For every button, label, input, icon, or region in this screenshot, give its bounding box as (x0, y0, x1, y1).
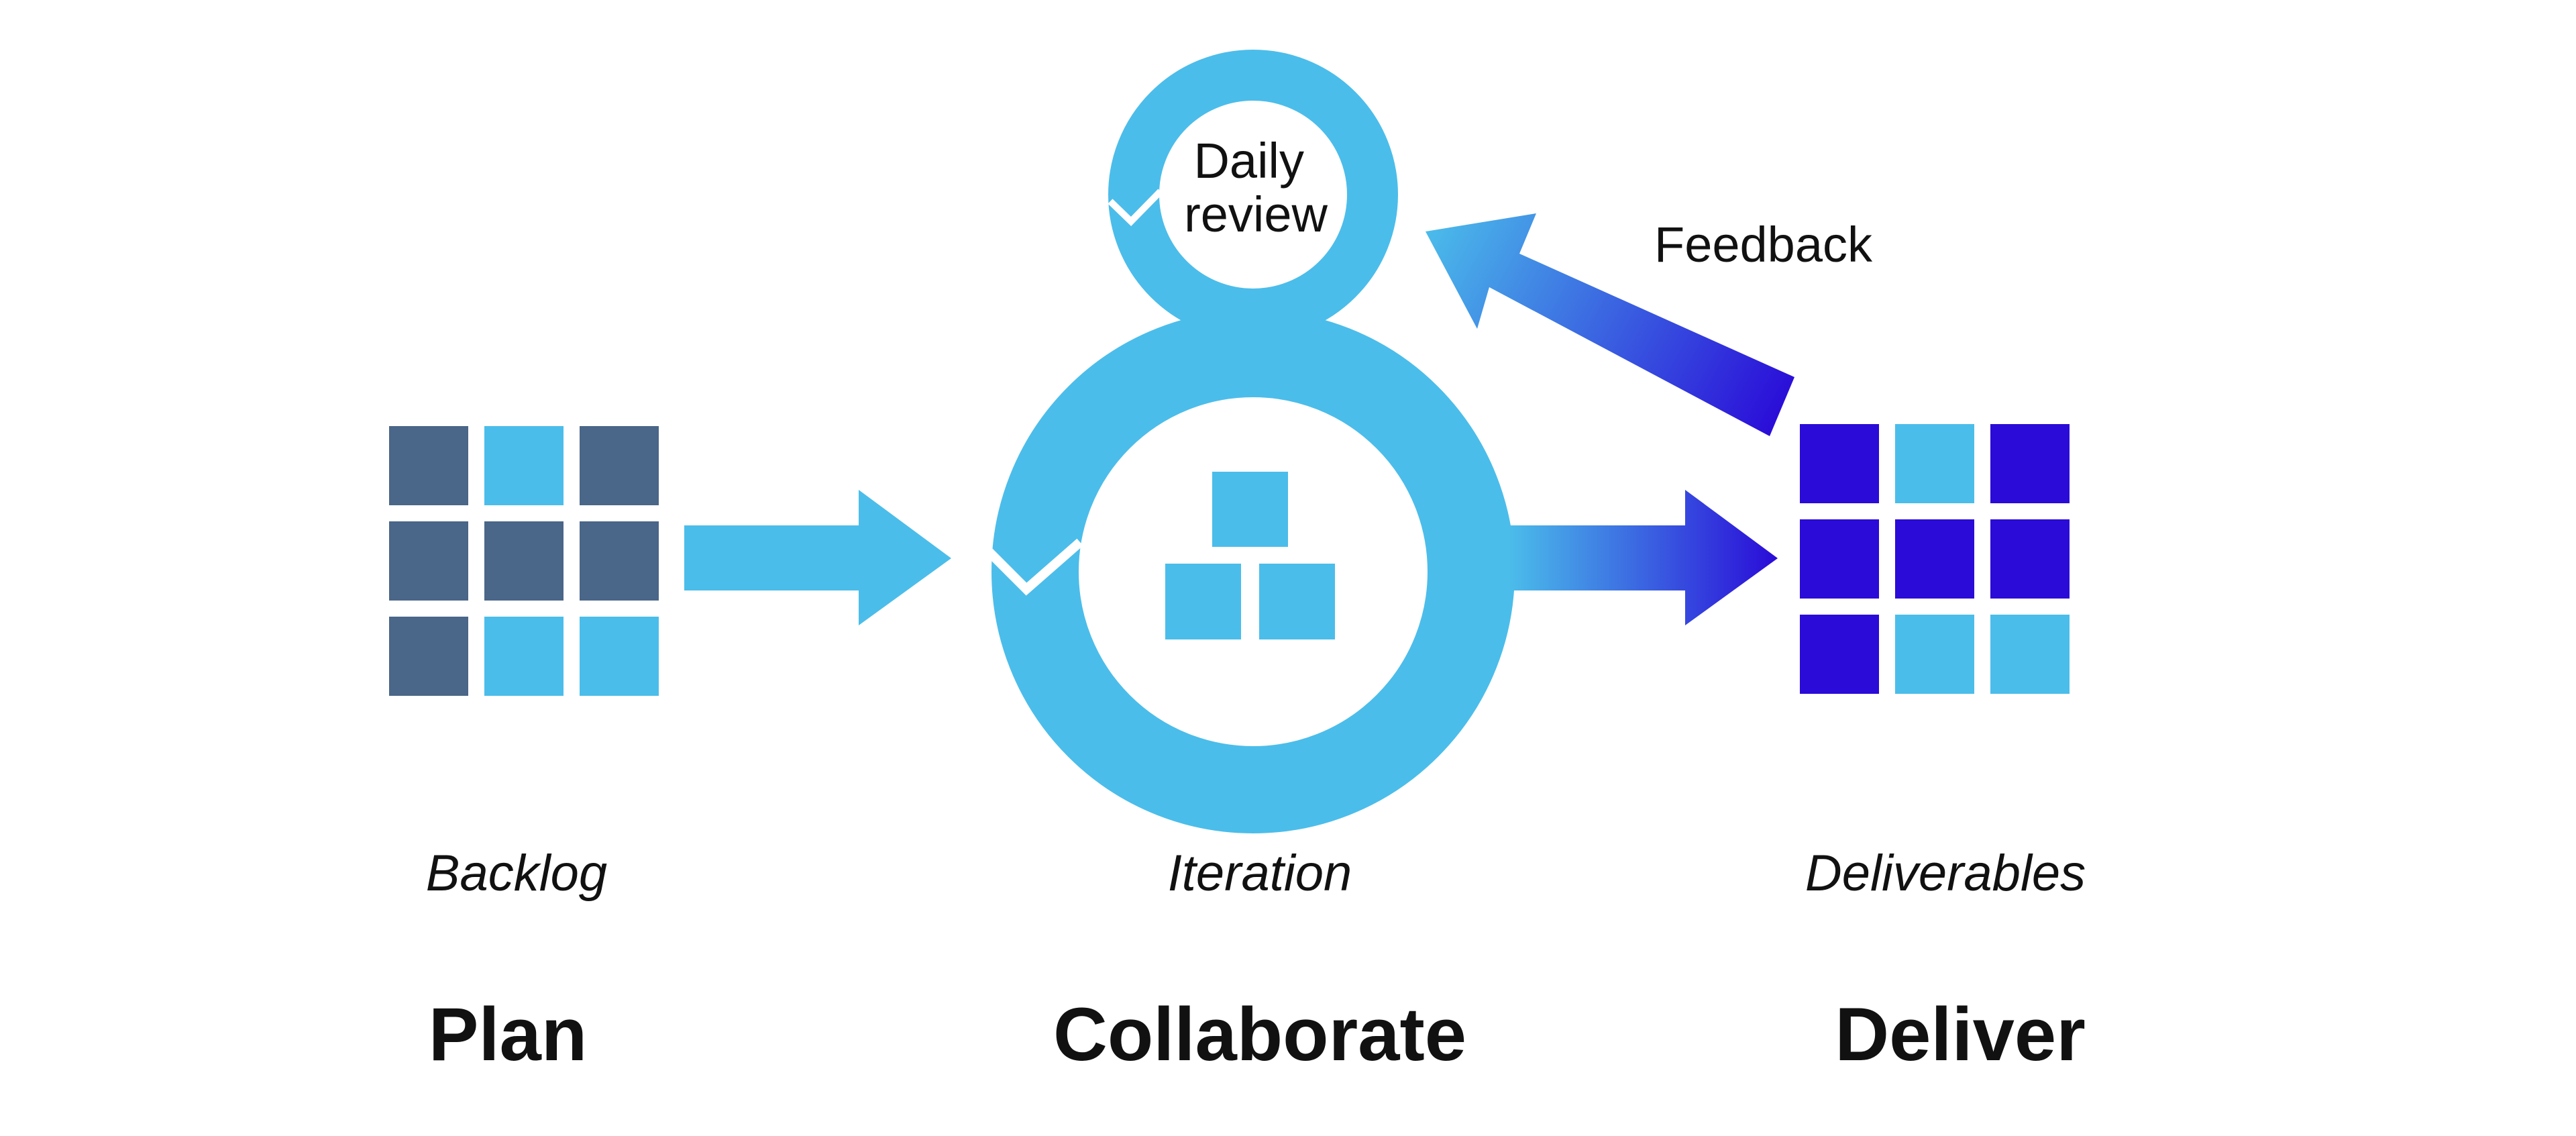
backlog-cell (580, 617, 659, 696)
iteration-caption: Iteration (1168, 845, 1352, 902)
deliverables-cell (1800, 424, 1879, 503)
stage-plan: Plan (429, 992, 588, 1076)
backlog-cell (484, 617, 564, 696)
feedback-arrow (1426, 213, 1794, 436)
stage-deliver: Deliver (1835, 992, 2086, 1076)
deliverables-cell (1990, 615, 2070, 694)
stacked-blocks-icon (1165, 472, 1335, 639)
deliverables-cell (1895, 424, 1974, 503)
backlog-cell (389, 426, 468, 505)
arrow-to-iteration (684, 490, 951, 625)
deliverables-cell (1990, 424, 2070, 503)
backlog-caption: Backlog (426, 845, 607, 902)
arrow-to-deliverables (1509, 490, 1778, 625)
deliverables-grid (1800, 424, 2070, 694)
backlog-grid (389, 426, 659, 696)
backlog-cell (484, 426, 564, 505)
backlog-cell (580, 426, 659, 505)
backlog-cell (580, 521, 659, 601)
backlog-cell (484, 521, 564, 601)
backlog-cell (389, 521, 468, 601)
daily-review-loop (1108, 50, 1398, 340)
daily-review-label: Daily review (1184, 133, 1328, 242)
deliverables-cell (1990, 519, 2070, 599)
deliverables-caption: Deliverables (1805, 845, 2086, 902)
deliverables-cell (1895, 615, 1974, 694)
iteration-loop (984, 310, 1515, 833)
deliverables-cell (1800, 615, 1879, 694)
feedback-label: Feedback (1654, 217, 1873, 272)
backlog-cell (389, 617, 468, 696)
deliverables-cell (1895, 519, 1974, 599)
deliverables-cell (1800, 519, 1879, 599)
stage-collaborate: Collaborate (1053, 992, 1466, 1076)
